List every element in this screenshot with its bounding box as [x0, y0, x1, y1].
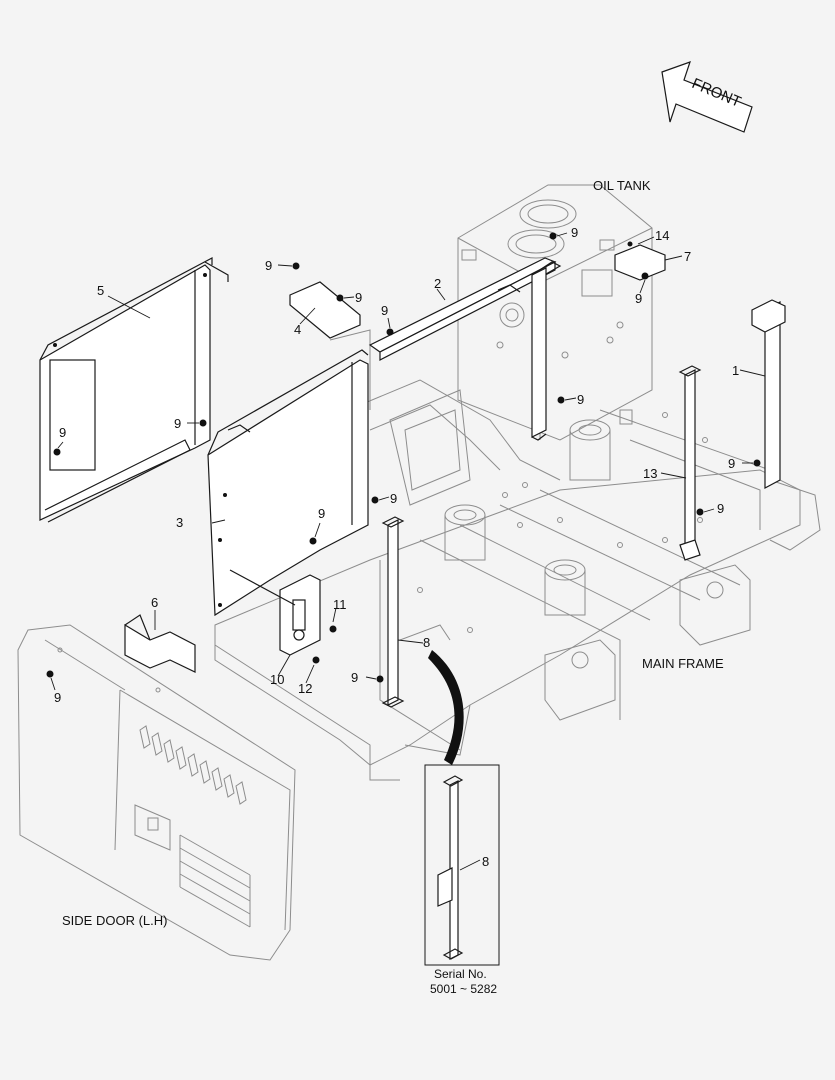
main-frame-outline — [214, 329, 821, 781]
bolt-group — [46, 232, 761, 683]
side-door-label: SIDE DOOR (L.H) — [62, 913, 167, 928]
callout-9: 9 — [728, 456, 735, 471]
part-4-bracket — [289, 281, 361, 339]
part-6-bracket — [124, 614, 196, 673]
callout-14: 14 — [655, 228, 669, 243]
callout-8: 8 — [423, 635, 430, 650]
callout-9: 9 — [390, 491, 397, 506]
callout-12: 12 — [298, 681, 312, 696]
leader-lines — [50, 232, 766, 765]
serial-label: Serial No. — [434, 967, 487, 981]
callout-11: 11 — [333, 597, 347, 612]
callout-5: 5 — [97, 283, 104, 298]
front-direction-arrow: FRONT — [661, 61, 753, 133]
oil-tank-stay — [531, 261, 562, 441]
callout-9: 9 — [351, 670, 358, 685]
callout-9: 9 — [571, 225, 578, 240]
part-10-latch — [229, 569, 321, 656]
callout-1: 1 — [732, 363, 739, 378]
side-door-outline — [17, 624, 296, 961]
main-frame-label: MAIN FRAME — [642, 656, 724, 671]
callout-13: 13 — [643, 466, 657, 481]
callout-8-detail: 8 — [482, 854, 489, 869]
part-1-stay — [751, 299, 786, 489]
callout-3: 3 — [176, 515, 183, 530]
part-2-bracket — [368, 257, 557, 361]
callout-9: 9 — [318, 506, 325, 521]
oil-tank-label: OIL TANK — [593, 178, 651, 193]
callout-6: 6 — [151, 595, 158, 610]
callout-2: 2 — [434, 276, 441, 291]
callout-9: 9 — [577, 392, 584, 407]
part-3-panel — [207, 349, 369, 617]
callout-9: 9 — [381, 303, 388, 318]
callout-9: 9 — [635, 291, 642, 306]
callout-9: 9 — [174, 416, 181, 431]
part-7-bracket — [614, 241, 666, 281]
callout-7: 7 — [684, 249, 691, 264]
callout-9: 9 — [54, 690, 61, 705]
callout-10: 10 — [270, 672, 284, 687]
part-5-panel — [39, 257, 229, 523]
part-8-stay — [381, 516, 405, 708]
callout-9: 9 — [59, 425, 66, 440]
callout-9: 9 — [265, 258, 272, 273]
serial-range: 5001 ~ 5282 — [430, 982, 497, 996]
callout-9: 9 — [717, 501, 724, 516]
serial-detail-inset — [424, 764, 500, 966]
part-13-stay — [678, 365, 702, 561]
callout-9: 9 — [355, 290, 362, 305]
oil-tank-outline — [457, 184, 653, 441]
callout-4: 4 — [294, 322, 301, 337]
